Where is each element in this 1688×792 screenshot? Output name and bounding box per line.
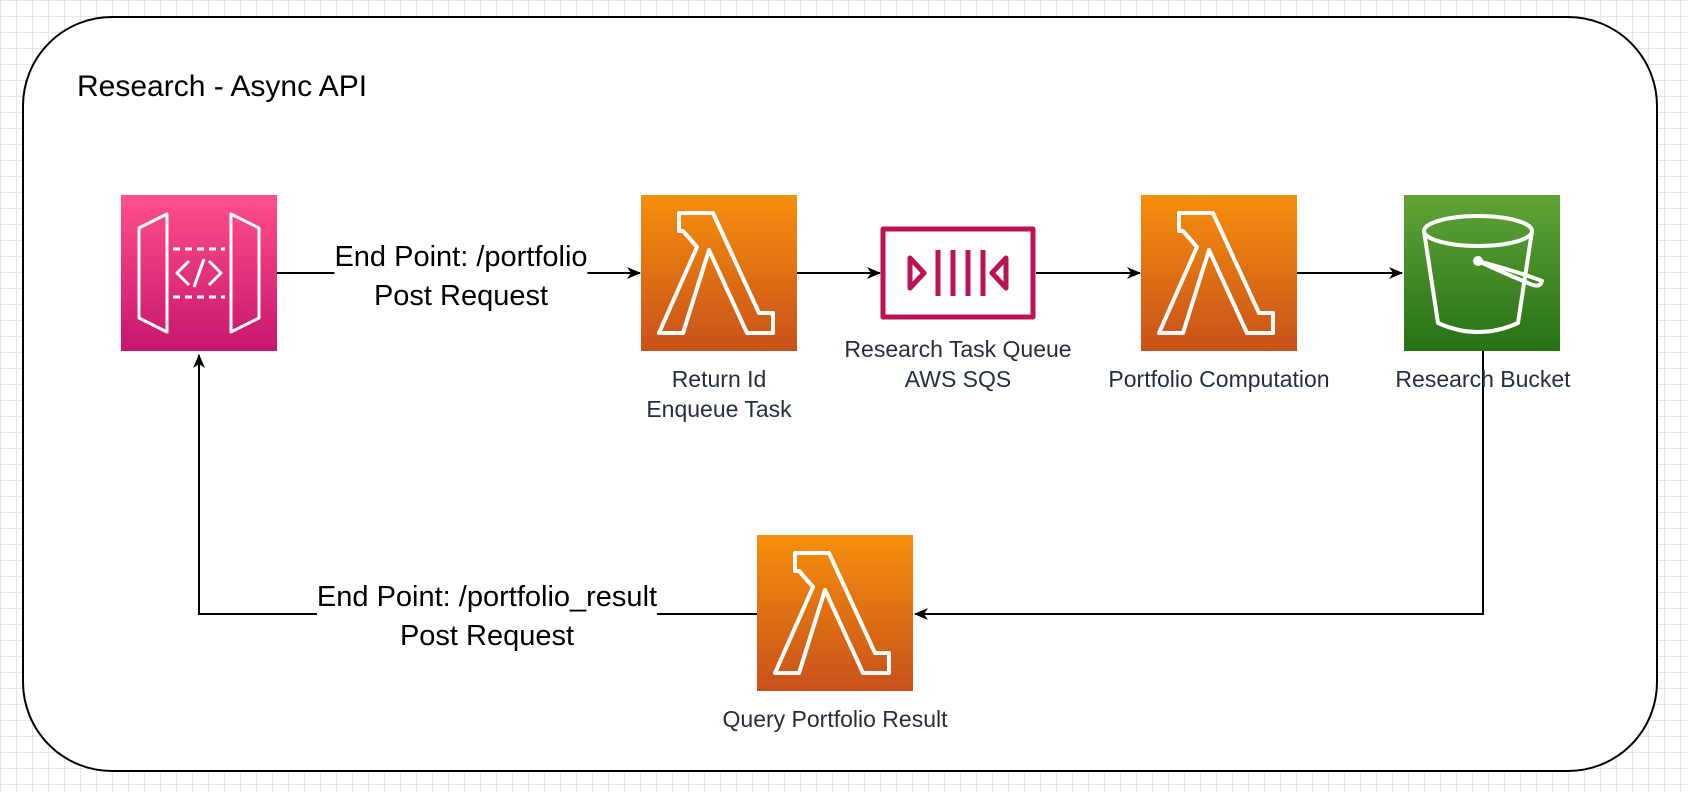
edge-label-post-portfolio-result: End Point: /portfolio_result Post Reques… <box>316 578 658 656</box>
api-gateway-icon <box>137 212 261 334</box>
query-result-lambda-node[interactable] <box>757 535 913 691</box>
return-id-lambda-node[interactable] <box>641 195 797 351</box>
s3-bucket-icon <box>1422 214 1544 334</box>
edge-label-post-portfolio-line1: End Point: /portfolio <box>334 241 588 273</box>
task-queue-label: Research Task Queue AWS SQS <box>844 334 1071 394</box>
return-id-label-line2: Enqueue Task <box>646 396 792 422</box>
lambda-icon <box>1157 211 1275 335</box>
edge-label-post-portfolio-line2: Post Request <box>373 280 549 312</box>
edge-label-post-portfolio-result-line2: Post Request <box>399 620 575 652</box>
lambda-icon <box>773 551 891 675</box>
lambda-icon <box>657 211 775 335</box>
edge-label-post-portfolio-result-line1: End Point: /portfolio_result <box>316 581 658 613</box>
research-bucket-node[interactable] <box>1404 195 1560 351</box>
edge-bucket-to-query <box>914 351 1484 620</box>
return-id-label: Return Id Enqueue Task <box>646 364 791 424</box>
task-queue-label-line1: Research Task Queue <box>844 336 1072 362</box>
diagram-title: Research - Async API <box>77 70 368 103</box>
query-result-label: Query Portfolio Result <box>722 706 948 732</box>
task-queue-label-line2: AWS SQS <box>904 366 1012 392</box>
api-gateway-node[interactable] <box>121 195 277 351</box>
return-id-label-line1: Return Id <box>671 366 767 392</box>
portfolio-computation-label: Portfolio Computation <box>1108 366 1330 392</box>
portfolio-computation-lambda-node[interactable] <box>1141 195 1297 351</box>
task-queue-node[interactable] <box>880 226 1036 320</box>
sqs-queue-icon <box>880 226 1036 320</box>
edge-label-post-portfolio: End Point: /portfolio Post Request <box>334 238 588 316</box>
research-bucket-label: Research Bucket <box>1395 366 1571 392</box>
